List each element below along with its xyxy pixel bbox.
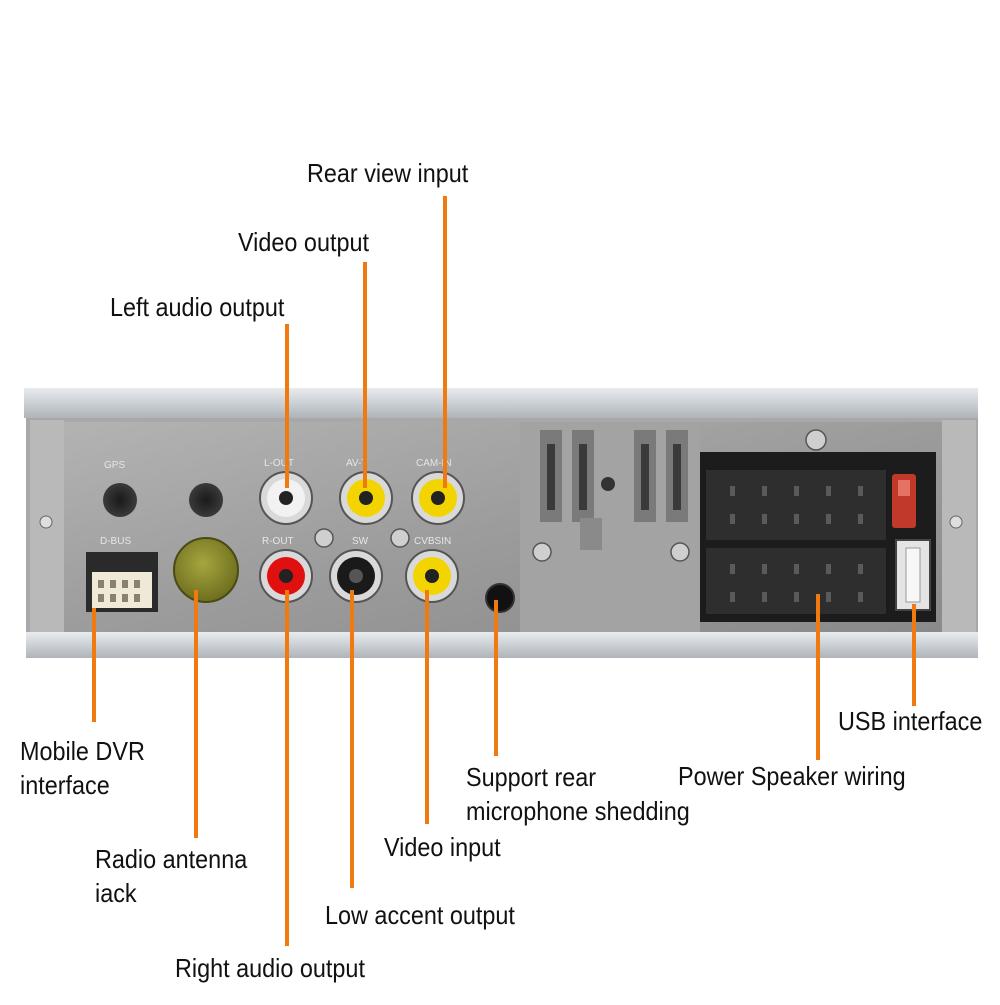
chassis-top-rail — [24, 388, 978, 418]
dvr-connector — [86, 552, 158, 612]
blank-port — [189, 483, 223, 517]
label-mobile-dvr-line1: Mobile DVR — [20, 736, 145, 766]
panel-screw-2 — [390, 528, 410, 548]
rca-video-input — [405, 549, 459, 603]
label-power-speaker: Power Speaker wiring — [678, 761, 906, 791]
leader-lines — [92, 196, 916, 946]
silk-camin: CAM-IN — [416, 458, 452, 469]
label-radio-antenna: Radio antenna iack — [95, 842, 247, 910]
label-rear-view-input: Rear view input — [307, 158, 469, 188]
label-radio-antenna-line2: iack — [95, 878, 137, 908]
silk-dbus: D-BUS — [100, 536, 131, 547]
silk-sw: SW — [352, 536, 369, 547]
iso-connector — [700, 452, 936, 622]
panel-screw-1 — [314, 528, 334, 548]
label-support-mic: Support rear microphone shedding — [466, 760, 690, 828]
label-low-accent: Low accent output — [325, 900, 515, 930]
label-mobile-dvr: Mobile DVR interface — [20, 734, 145, 802]
antenna-jack — [173, 537, 239, 603]
rca-jacks — [259, 471, 465, 603]
label-radio-antenna-line1: Radio antenna — [95, 844, 248, 874]
rca-subwoofer — [329, 549, 383, 603]
gps-port — [103, 483, 137, 517]
silk-gps: GPS — [104, 460, 125, 471]
label-video-output: Video output — [238, 227, 369, 257]
mic-jack — [485, 583, 515, 613]
silk-lout: L-OUT — [264, 458, 294, 469]
side-screw-right — [949, 515, 963, 529]
label-right-audio: Right audio output — [175, 953, 365, 983]
silk-cvbsin: CVBSIN — [414, 536, 451, 547]
vent-area — [520, 422, 827, 632]
top-screw — [805, 429, 827, 451]
chassis-bottom-rail — [26, 632, 978, 658]
rca-left-audio — [259, 471, 313, 525]
silk-rout: R-OUT — [262, 536, 294, 547]
silk-avout: AV-T — [346, 458, 367, 469]
label-support-mic-line1: Support rear — [466, 762, 597, 792]
rca-rear-view-input — [411, 471, 465, 525]
vent-screw-1 — [532, 542, 552, 562]
label-mobile-dvr-line2: interface — [20, 770, 110, 800]
label-support-mic-line2: microphone shedding — [466, 796, 690, 826]
side-screw-left — [39, 515, 53, 529]
label-usb-interface: USB interface — [838, 706, 983, 736]
silkscreen: GPS D-BUS L-OUT AV-T CAM-IN R-OUT SW CVB… — [100, 458, 452, 547]
vent-screw-2 — [670, 542, 690, 562]
label-left-audio-output: Left audio output — [110, 292, 285, 322]
label-video-input: Video input — [384, 832, 501, 862]
rca-right-audio — [259, 549, 313, 603]
